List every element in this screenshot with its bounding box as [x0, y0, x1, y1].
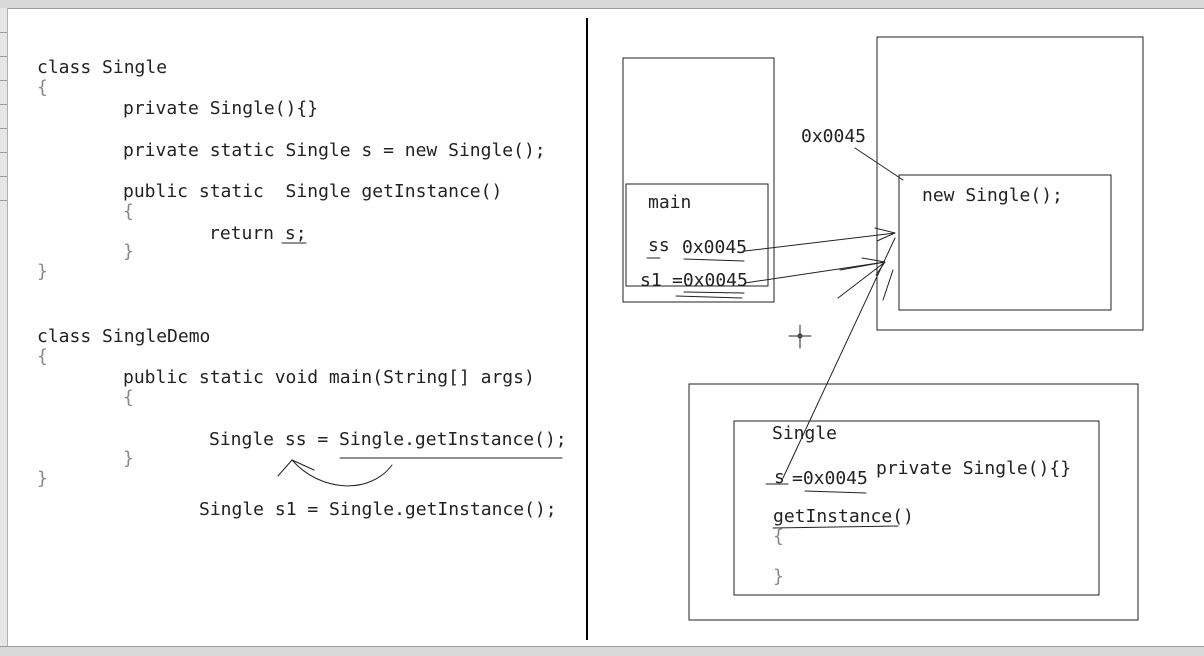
stack-box	[622, 57, 775, 303]
s1-pointer-arrow	[744, 261, 886, 284]
return-keyword: return	[209, 223, 285, 244]
main-signature: public static void main(String[] args)	[123, 367, 535, 388]
main-close-brace: }	[123, 448, 134, 469]
main-frame-box	[625, 183, 769, 287]
ss-variable: ss	[648, 235, 670, 256]
field-s-value: =0x0045	[792, 468, 868, 489]
s1-arrow-head	[837, 257, 886, 299]
demo-class-header: class SingleDemo	[37, 326, 211, 347]
single-class-box	[733, 420, 1100, 596]
return-statement: return s;	[209, 224, 307, 244]
s1-value-underline	[675, 291, 745, 299]
ss-arrow-head	[874, 227, 896, 242]
main-frame-label: main	[648, 192, 692, 213]
method-area-close-brace: }	[773, 566, 784, 587]
demo-close-brace: }	[37, 468, 48, 489]
single-close-brace: }	[37, 261, 48, 282]
method-area-class-label: Single	[772, 423, 838, 444]
window-top-edge	[0, 0, 1204, 9]
single-open-brace: {	[37, 77, 48, 98]
return-flow-curve	[291, 459, 393, 487]
main-open-brace: {	[123, 387, 134, 408]
ss-pointer-arrow	[744, 232, 896, 252]
window-left-ruler	[0, 8, 8, 646]
private-constructor-line: private Single(){}	[123, 98, 319, 119]
method-area-open-brace: {	[773, 526, 784, 547]
static-field-line: private static Single s = new Single();	[123, 140, 546, 161]
heap-address-label: 0x0045	[801, 126, 867, 147]
single-class-header: class Single	[37, 57, 168, 78]
demo-open-brace: {	[37, 346, 48, 367]
heap-object-label: new Single();	[922, 185, 1063, 206]
method-area-constructor: private Single(){}	[876, 458, 1072, 479]
get-instance-close-brace: }	[123, 241, 134, 262]
cursor-crosshair-center	[797, 333, 803, 339]
field-s-variable: s	[774, 467, 785, 488]
get-instance-open-brace: {	[123, 201, 134, 222]
cursor-crosshair-icon	[788, 324, 812, 349]
ss-value-underline	[646, 257, 745, 262]
return-flow-arrowhead	[277, 459, 315, 477]
ss-declaration: Single ss = Single.getInstance();	[209, 429, 567, 450]
method-area-get-instance: getInstance()	[773, 506, 914, 527]
heap-object-box	[898, 174, 1112, 311]
return-value: s;	[284, 223, 307, 244]
method-area-box	[688, 383, 1139, 621]
heap-box	[876, 36, 1144, 331]
s1-declaration: Single s1 = Single.getInstance();	[199, 499, 557, 520]
static-field-pointer	[782, 237, 896, 479]
window-bottom-edge	[0, 646, 1204, 656]
get-instance-signature: public static Single getInstance()	[123, 181, 503, 202]
field-s-underline	[765, 483, 867, 494]
ss-value: 0x0045	[682, 237, 748, 258]
static-field-tick	[882, 269, 894, 301]
address-leader-line	[854, 147, 904, 181]
panel-divider	[586, 18, 588, 640]
get-instance-underline	[772, 525, 899, 529]
